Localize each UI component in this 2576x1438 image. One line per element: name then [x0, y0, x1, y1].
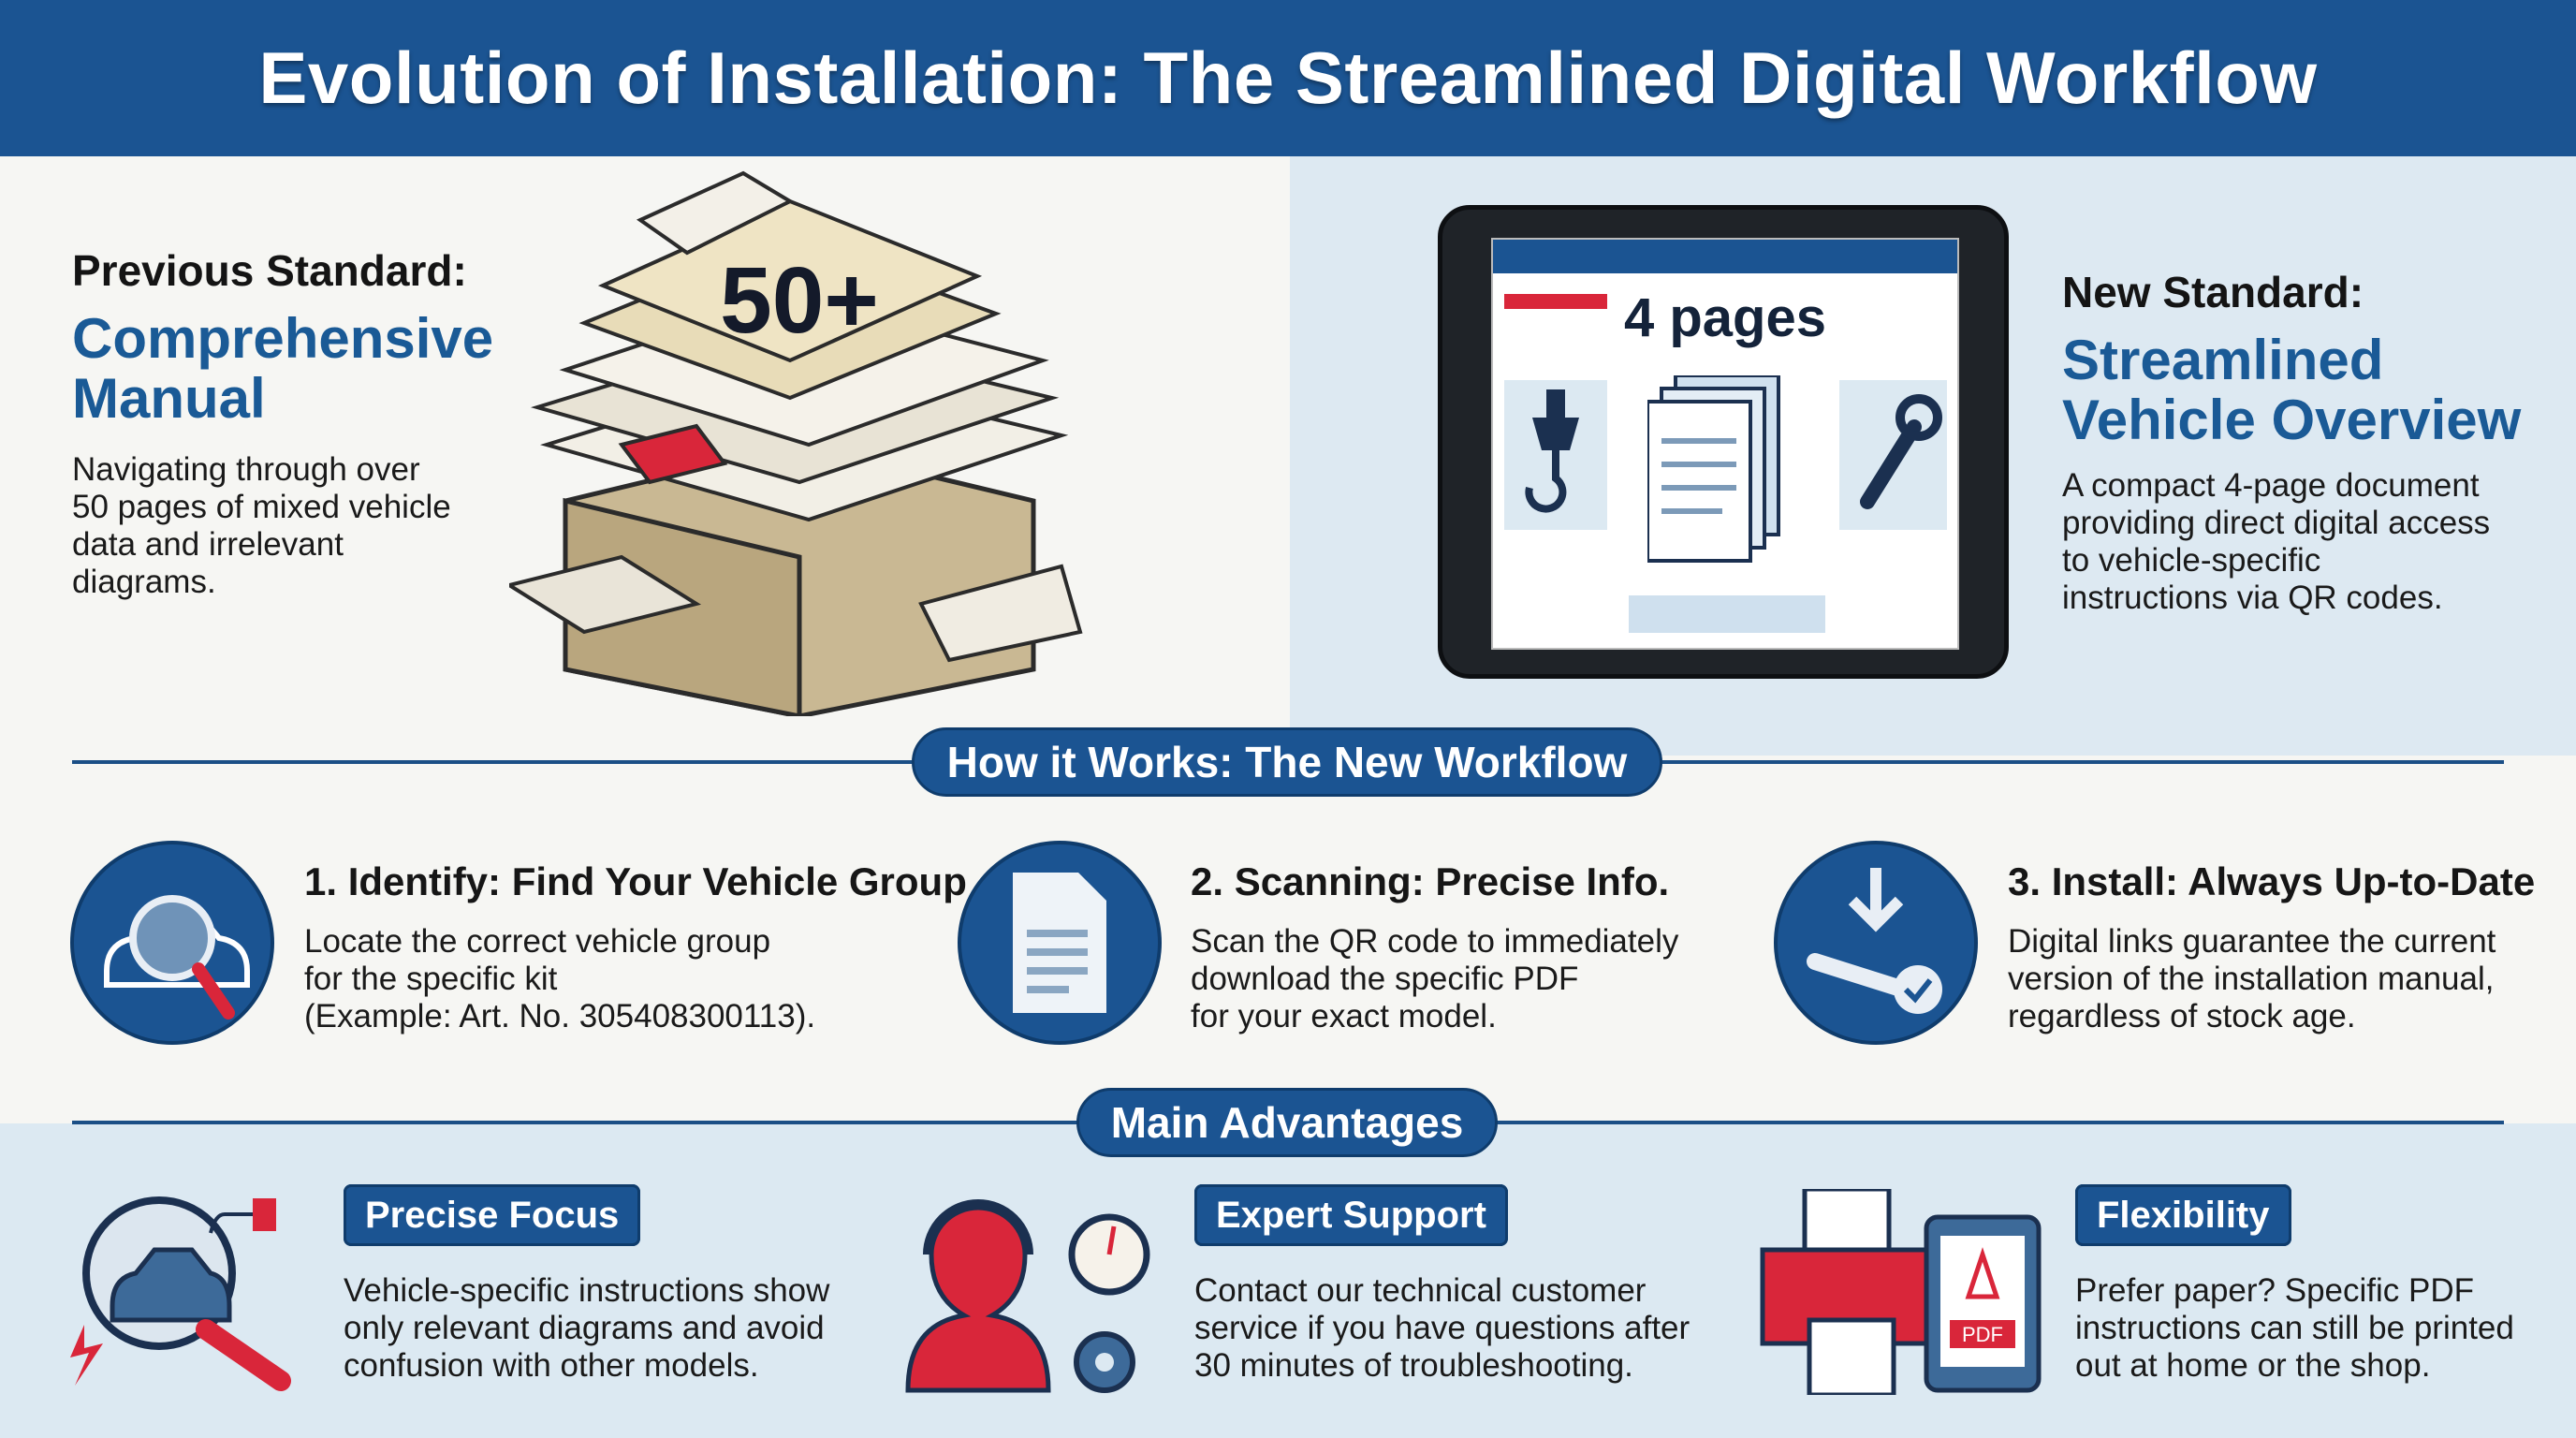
page-title: Evolution of Installation: The Streamlin…: [258, 37, 2318, 119]
document-icon: [958, 841, 1162, 1045]
tablet-page-count: 4 pages: [1624, 287, 1826, 348]
wrench-icon: [1839, 380, 1947, 530]
advantage-body-line: Vehicle-specific instructions show: [344, 1272, 830, 1309]
header-bar: Evolution of Installation: The Streamlin…: [0, 0, 2576, 156]
advantage-body-line: instructions can still be printed: [2075, 1310, 2514, 1346]
previous-desc-line: data and irrelevant: [72, 526, 344, 563]
previous-desc-line: diagrams.: [72, 564, 216, 600]
workflow-step-2: 2. Scanning: Precise Info. Scan the QR c…: [1191, 859, 1678, 1035]
screen-footer-block: [1629, 595, 1825, 633]
advantage-body-line: service if you have questions after: [1194, 1310, 1690, 1346]
pile-page-count: 50+: [720, 248, 879, 353]
step-body-line: for your exact model.: [1191, 998, 1497, 1034]
new-kicker: New Standard:: [2062, 268, 2364, 316]
step-body-line: Scan the QR code to immediately: [1191, 923, 1679, 960]
previous-standard-text: Previous Standard: Comprehensive Manual …: [72, 245, 493, 601]
advantage-body-line: Prefer paper? Specific PDF: [2075, 1272, 2475, 1309]
workflow-step-3: 3. Install: Always Up-to-Date Digital li…: [2008, 859, 2535, 1035]
previous-title-line1: Comprehensive: [72, 307, 494, 370]
previous-kicker: Previous Standard:: [72, 246, 467, 295]
tablet-screen: 4 pages: [1491, 238, 1959, 650]
step-body-line: version of the installation manual,: [2008, 961, 2495, 997]
previous-title-line2: Manual: [72, 367, 266, 430]
workflow-heading: How it Works: The New Workflow: [912, 727, 1662, 797]
advantage-precise-focus: Precise Focus Vehicle-specific instructi…: [344, 1184, 830, 1385]
step-title: 1. Identify: Find Your Vehicle Group: [304, 859, 967, 903]
new-desc-line: instructions via QR codes.: [2062, 580, 2443, 616]
new-desc-line: to vehicle-specific: [2062, 542, 2321, 579]
advantages-panel: [0, 1123, 2576, 1438]
advantages-heading: Main Advantages: [1076, 1088, 1498, 1157]
advantage-body-line: 30 minutes of troubleshooting.: [1194, 1347, 1633, 1384]
precise-focus-icon: [66, 1184, 318, 1400]
new-desc-line: providing direct digital access: [2062, 505, 2491, 541]
paper-pile-illustration: 50+: [504, 164, 1090, 720]
advantage-badge: Expert Support: [1194, 1184, 1508, 1246]
step-body-line: regardless of stock age.: [2008, 998, 2356, 1034]
car-magnifier-icon: [70, 841, 274, 1045]
download-wrench-check-icon: [1774, 841, 1978, 1045]
step-body-line: for the specific kit: [304, 961, 558, 997]
new-title-line1: Streamlined: [2062, 329, 2384, 391]
printer-tablet-icon: PDF: [1758, 1186, 2048, 1400]
advantage-badge: Flexibility: [2075, 1184, 2291, 1246]
step-body-line: (Example: Art. No. 305408300113).: [304, 998, 816, 1034]
advantage-body-line: Contact our technical customer: [1194, 1272, 1647, 1309]
step-title: 3. Install: Always Up-to-Date: [2008, 859, 2536, 903]
advantage-expert-support: Expert Support Contact our technical cus…: [1194, 1184, 1690, 1385]
step-body-line: Locate the correct vehicle group: [304, 923, 771, 960]
pdf-label: PDF: [1962, 1323, 2003, 1346]
tablet-illustration: 4 pages: [1438, 205, 2009, 679]
screen-accent-bar: [1504, 294, 1607, 309]
workflow-step-1: 1. Identify: Find Your Vehicle Group Loc…: [304, 859, 967, 1035]
previous-desc-line: Navigating through over: [72, 451, 420, 488]
tablet-topbar: [1493, 240, 1957, 273]
new-desc-line: A compact 4-page document: [2062, 467, 2480, 504]
crane-hook-icon: [1504, 380, 1607, 530]
advantage-body-line: out at home or the shop.: [2075, 1347, 2431, 1384]
step-body-line: download the specific PDF: [1191, 961, 1579, 997]
step-body-line: Digital links guarantee the current: [2008, 923, 2496, 960]
previous-desc-line: 50 pages of mixed vehicle: [72, 489, 451, 525]
expert-support-icon: [903, 1189, 1156, 1400]
advantage-flexibility: Flexibility Prefer paper? Specific PDF i…: [2075, 1184, 2514, 1385]
step-title: 2. Scanning: Precise Info.: [1191, 859, 1670, 903]
new-title-line2: Vehicle Overview: [2062, 389, 2522, 451]
advantage-badge: Precise Focus: [344, 1184, 641, 1246]
advantage-body-line: only relevant diagrams and avoid: [344, 1310, 825, 1346]
advantage-body-line: confusion with other models.: [344, 1347, 759, 1384]
paper-box-icon: 50+: [504, 170, 1083, 720]
documents-icon: [1646, 374, 1788, 563]
new-standard-text: New Standard: Streamlined Vehicle Overvi…: [2062, 267, 2521, 617]
